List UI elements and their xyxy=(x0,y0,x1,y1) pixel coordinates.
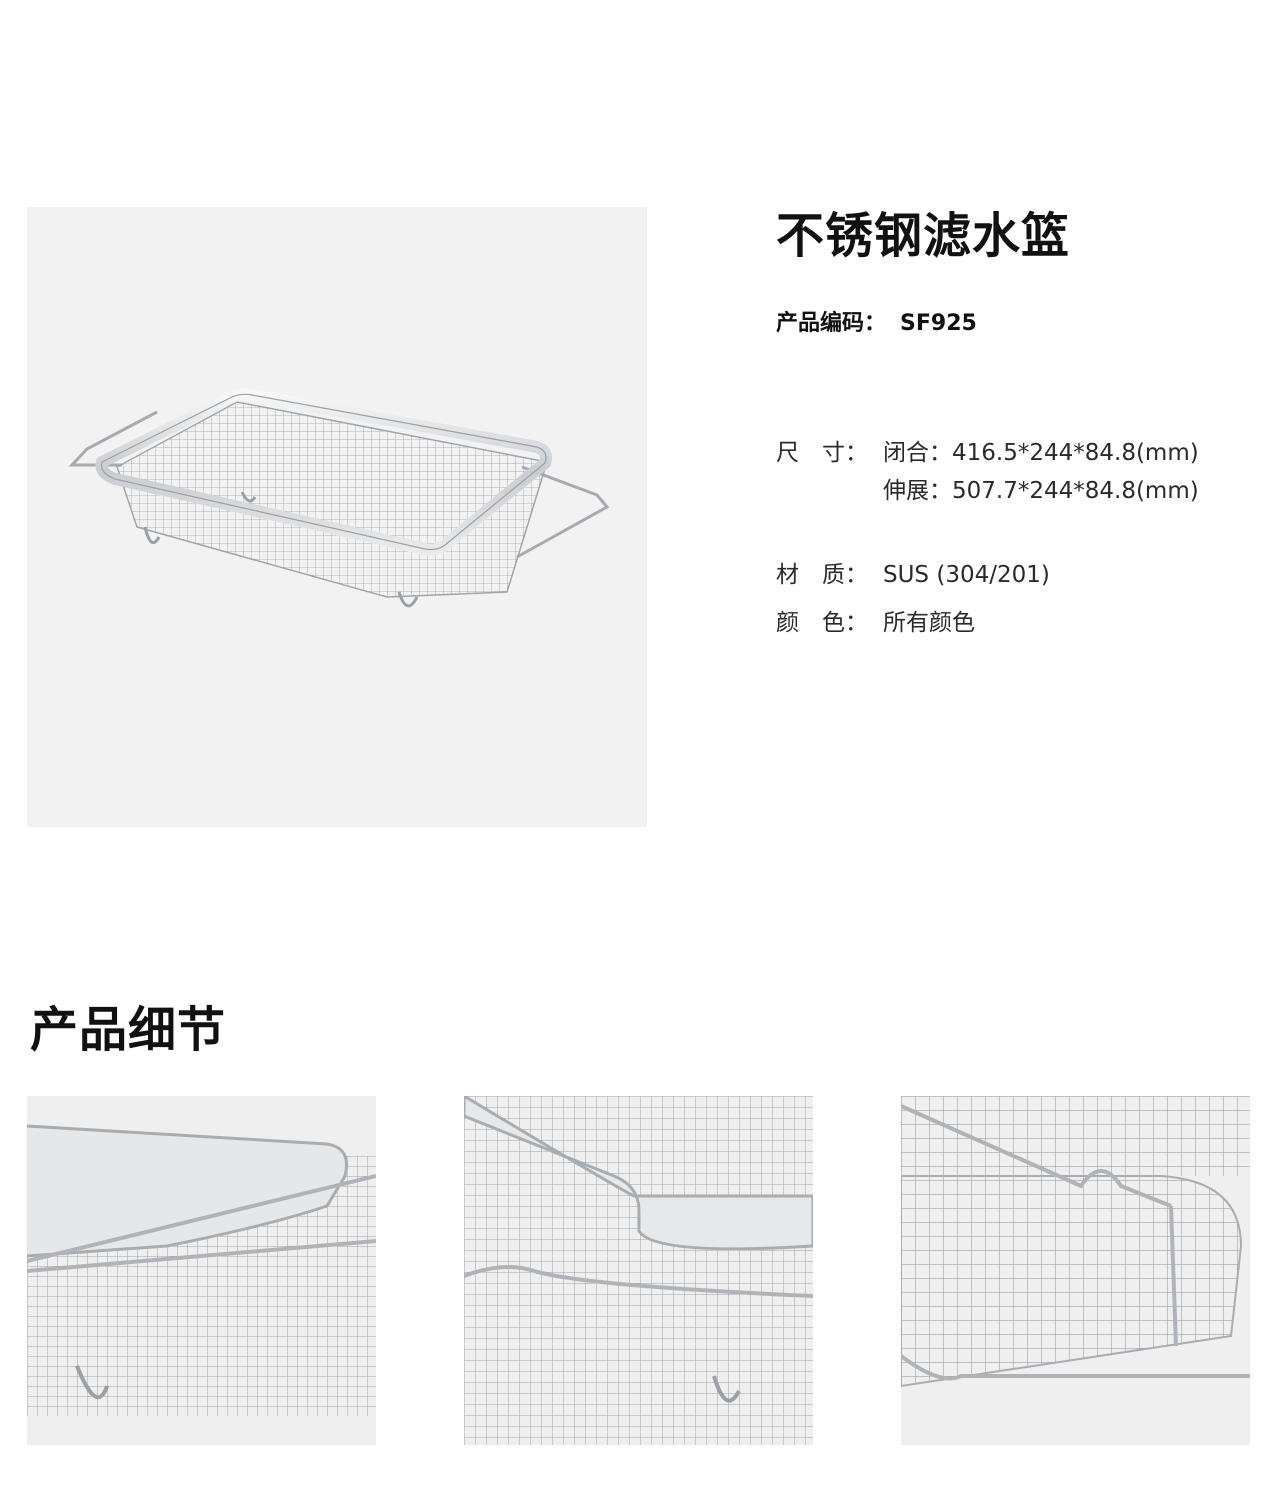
spec-color-value: 所有颜色 xyxy=(883,610,975,636)
spec-color-label: 颜 色： xyxy=(776,610,868,636)
detail-image-handle xyxy=(27,1096,376,1445)
spec-material-label: 材 质： xyxy=(776,562,868,588)
spec-size-closed: 闭合：416.5*244*84.8(mm) xyxy=(883,440,1199,466)
product-title: 不锈钢滤水篮 xyxy=(776,208,1071,264)
spec-material-value: SUS (304/201) xyxy=(883,562,1050,588)
spec-color-row: 颜 色： 所有颜色 xyxy=(776,608,975,638)
spec-size-row: 尺 寸： 闭合：416.5*244*84.8(mm) xyxy=(776,438,1199,468)
product-main-image xyxy=(27,207,647,827)
spec-size-label: 尺 寸： xyxy=(776,440,868,466)
detail-image-corner xyxy=(901,1096,1250,1445)
product-code-label: 产品编码： xyxy=(776,311,887,336)
details-heading: 产品细节 xyxy=(30,1002,227,1058)
spec-size-extended-row: 伸展：507.7*244*84.8(mm) xyxy=(776,476,1199,506)
product-code: 产品编码： SF925 xyxy=(776,309,977,339)
product-code-value: SF925 xyxy=(900,311,977,336)
spec-material-row: 材 质： SUS (304/201) xyxy=(776,560,1050,590)
spec-size-extended: 伸展：507.7*244*84.8(mm) xyxy=(883,478,1199,504)
detail-image-rim xyxy=(464,1096,813,1445)
